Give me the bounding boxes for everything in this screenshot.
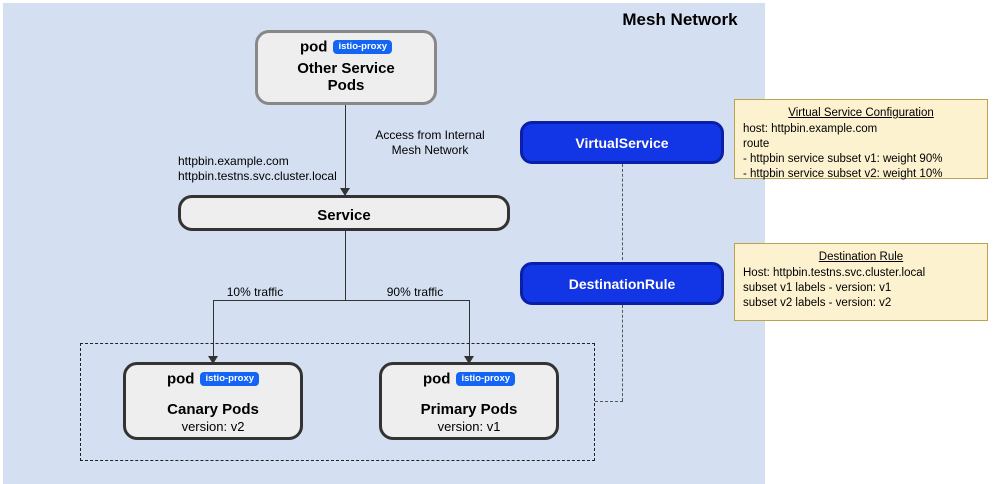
annotation-traffic-canary: 10% traffic (226, 285, 284, 299)
pod-label: pod (422, 370, 451, 388)
dashed-connector-dr-to-group (595, 401, 623, 402)
node-subtitle: version: v2 (181, 419, 245, 434)
crd-virtualservice-label: VirtualService (575, 134, 669, 151)
pod-header: pod istio-proxy (126, 371, 300, 387)
config-line-host: Host: httpbin.testns.svc.cluster.local (743, 267, 926, 279)
crd-destinationrule[interactable]: DestinationRule (520, 262, 724, 305)
config-title: Virtual Service Configuration (788, 107, 934, 119)
connector-to-primary (469, 300, 471, 362)
node-title-line2: Pods (327, 77, 365, 94)
config-line-host: host: httpbin.example.com (743, 123, 878, 135)
node-canary-pods[interactable]: pod istio-proxy Canary Pods version: v2 (123, 362, 303, 440)
annotation-host-cluster-local: httpbin.testns.svc.cluster.local (178, 169, 337, 183)
config-line-route: route (743, 138, 770, 150)
crd-virtualservice[interactable]: VirtualService (520, 121, 724, 164)
pod-label: pod (166, 370, 195, 388)
istio-proxy-badge: istio-proxy (333, 39, 393, 55)
connector-to-canary (213, 300, 215, 362)
node-title: Canary Pods (167, 401, 259, 418)
config-line-subset-v1: subset v1 labels - version: v1 (743, 282, 892, 294)
config-destination-rule: Destination Rule Host: httpbin.testns.sv… (734, 243, 988, 321)
annotation-access-line2: Mesh Network (391, 143, 469, 157)
node-subtitle: version: v1 (437, 419, 501, 434)
arrowhead-to-canary (208, 356, 218, 364)
service-label: Service (317, 207, 371, 224)
connector-service-trunk (345, 231, 347, 301)
dashed-connector-vs-to-dr (622, 164, 623, 260)
pods-group-boundary (80, 343, 595, 461)
annotation-host-example: httpbin.example.com (178, 154, 289, 168)
node-title: Primary Pods (420, 401, 518, 418)
annotation-access-line1: Access from Internal (375, 128, 485, 142)
connector-service-split (213, 300, 470, 302)
config-virtual-service: Virtual Service Configuration host: http… (734, 99, 988, 180)
mesh-network-title: Mesh Network (622, 10, 738, 29)
connector-otherpods-to-service (345, 105, 347, 195)
istio-proxy-badge: istio-proxy (456, 371, 516, 387)
node-other-service-pods[interactable]: pod istio-proxy Other Service Pods (255, 30, 437, 105)
arrowhead-to-service (340, 188, 350, 196)
crd-destinationrule-label: DestinationRule (568, 275, 676, 292)
annotation-traffic-primary: 90% traffic (386, 285, 444, 299)
dashed-connector-dr-to-pods (622, 305, 623, 401)
config-title: Destination Rule (818, 251, 904, 263)
node-service[interactable]: Service (178, 195, 510, 231)
pod-header: pod istio-proxy (382, 371, 556, 387)
arrowhead-to-primary (464, 356, 474, 364)
config-line-subset-v1: - httpbin service subset v1: weight 90% (743, 153, 943, 165)
node-title-line1: Other Service (297, 60, 395, 77)
pod-label: pod (299, 38, 328, 56)
node-primary-pods[interactable]: pod istio-proxy Primary Pods version: v1 (379, 362, 559, 440)
config-line-subset-v2: subset v2 labels - version: v2 (743, 297, 892, 309)
pod-header: pod istio-proxy (258, 39, 434, 55)
istio-proxy-badge: istio-proxy (200, 371, 260, 387)
config-line-subset-v2: - httpbin service subset v2: weight 10% (743, 168, 943, 180)
